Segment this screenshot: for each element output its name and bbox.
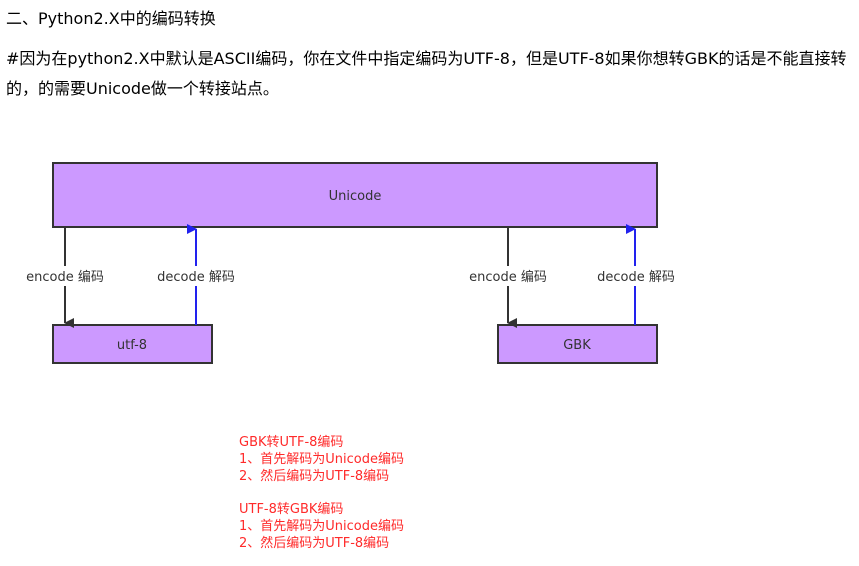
note-step: 2、然后编码为UTF-8编码 xyxy=(239,469,390,484)
note-step: 1、首先解码为Unicode编码 xyxy=(239,519,404,534)
note-title: UTF-8转GBK编码 xyxy=(239,502,344,517)
unicode-label: Unicode xyxy=(329,189,382,204)
utf8-label: utf-8 xyxy=(117,338,147,353)
gbk-label: GBK xyxy=(563,338,591,353)
note-gbk-to-utf8: GBK转UTF-8编码 1、首先解码为Unicode编码 2、然后编码为UTF-… xyxy=(239,434,404,485)
utf8-box xyxy=(52,324,213,364)
note-step: 2、然后编码为UTF-8编码 xyxy=(239,536,390,551)
unicode-box xyxy=(52,162,658,228)
right-decode-label: decode 解码 xyxy=(597,270,675,285)
note-step: 1、首先解码为Unicode编码 xyxy=(239,452,404,467)
left-encode-label: encode 编码 xyxy=(26,270,104,285)
right-encode-label: encode 编码 xyxy=(469,270,547,285)
section-heading: 二、Python2.X中的编码转换 xyxy=(6,9,216,28)
intro-paragraph: #因为在python2.X中默认是ASCII编码，你在文件中指定编码为UTF-8… xyxy=(6,49,847,98)
left-decode-label: decode 解码 xyxy=(157,270,235,285)
note-title: GBK转UTF-8编码 xyxy=(239,435,344,450)
gbk-box xyxy=(497,324,658,364)
note-utf8-to-gbk: UTF-8转GBK编码 1、首先解码为Unicode编码 2、然后编码为UTF-… xyxy=(239,501,404,552)
